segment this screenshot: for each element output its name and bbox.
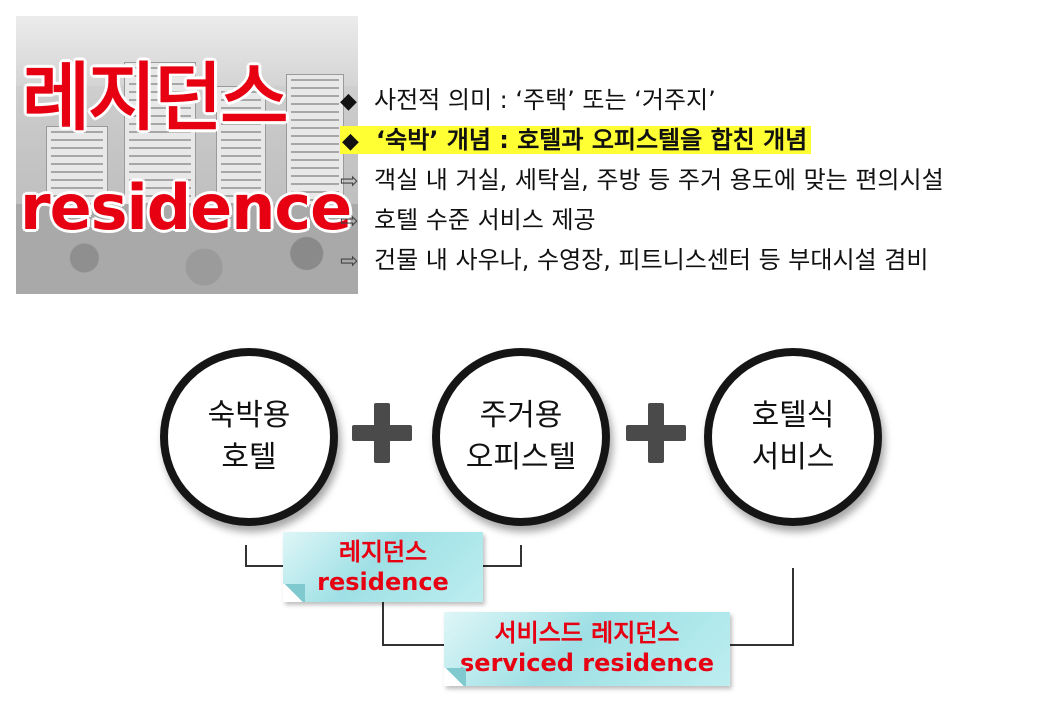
circle-label: 서비스 bbox=[751, 440, 835, 475]
bullet-item: ⇨ 호텔 수준 서비스 제공 bbox=[340, 200, 1030, 240]
diamond-icon: ◆ bbox=[340, 89, 357, 114]
bullet-item-highlighted: ◆ ‘숙박’ 개념 : 호텔과 오피스텔을 합친 개념 bbox=[340, 120, 1030, 160]
tag-label: serviced residence bbox=[460, 649, 714, 677]
circle-label: 호텔 bbox=[221, 440, 277, 475]
circle-label: 호텔식 bbox=[751, 398, 835, 433]
hero-title: 레지던스 bbox=[22, 55, 288, 141]
plus-icon bbox=[352, 403, 412, 463]
bullet-item: ⇨ 건물 내 사우나, 수영장, 피트니스센터 등 부대시설 겸비 bbox=[340, 240, 1030, 280]
bullet-item: ⇨ 객실 내 거실, 세탁실, 주방 등 주거 용도에 맞는 편의시설 bbox=[340, 160, 1030, 200]
connector-line bbox=[245, 545, 287, 567]
plus-icon bbox=[626, 403, 686, 463]
hero-subtitle: residence bbox=[20, 171, 352, 244]
result-tag-residence: 레지던스 residence bbox=[283, 532, 483, 602]
tag-label: residence bbox=[317, 568, 449, 596]
tag-label: 서비스드 레지던스 bbox=[494, 619, 680, 647]
connector-line bbox=[730, 568, 794, 646]
circle-lodging-hotel: 숙박용 호텔 bbox=[160, 348, 338, 526]
result-tag-serviced-residence: 서비스드 레지던스 serviced residence bbox=[444, 612, 730, 686]
diamond-icon: ◆ bbox=[342, 129, 359, 154]
connector-line bbox=[382, 600, 448, 646]
hero-trees bbox=[16, 204, 358, 294]
bullet-text: 객실 내 거실, 세탁실, 주방 등 주거 용도에 맞는 편의시설 bbox=[374, 166, 944, 194]
connector-line bbox=[480, 545, 522, 567]
bullet-text: ‘숙박’ 개념 : 호텔과 오피스텔을 합친 개념 bbox=[376, 126, 808, 154]
circle-label: 주거용 bbox=[479, 398, 563, 433]
arrow-right-icon: ⇨ bbox=[340, 249, 359, 274]
hero-image: 레지던스 residence bbox=[16, 16, 358, 294]
circle-residential-officetel: 주거용 오피스텔 bbox=[432, 348, 610, 526]
arrow-right-icon: ⇨ bbox=[340, 169, 359, 194]
bullet-text: 사전적 의미 : ‘주택’ 또는 ‘거주지’ bbox=[374, 86, 716, 114]
tag-label: 레지던스 bbox=[338, 538, 428, 566]
bullet-item: ◆ 사전적 의미 : ‘주택’ 또는 ‘거주지’ bbox=[340, 80, 1030, 120]
arrow-right-icon: ⇨ bbox=[340, 209, 359, 234]
circle-label: 오피스텔 bbox=[465, 440, 577, 475]
definition-list: ◆ 사전적 의미 : ‘주택’ 또는 ‘거주지’ ◆ ‘숙박’ 개념 : 호텔과 오… bbox=[340, 80, 1030, 280]
highlighted-bullet: ◆ ‘숙박’ 개념 : 호텔과 오피스텔을 합친 개념 bbox=[340, 126, 812, 154]
bullet-text: 호텔 수준 서비스 제공 bbox=[374, 206, 596, 234]
circle-label: 숙박용 bbox=[207, 398, 291, 433]
bullet-text: 건물 내 사우나, 수영장, 피트니스센터 등 부대시설 겸비 bbox=[374, 246, 929, 274]
circle-hotel-service: 호텔식 서비스 bbox=[704, 348, 882, 526]
